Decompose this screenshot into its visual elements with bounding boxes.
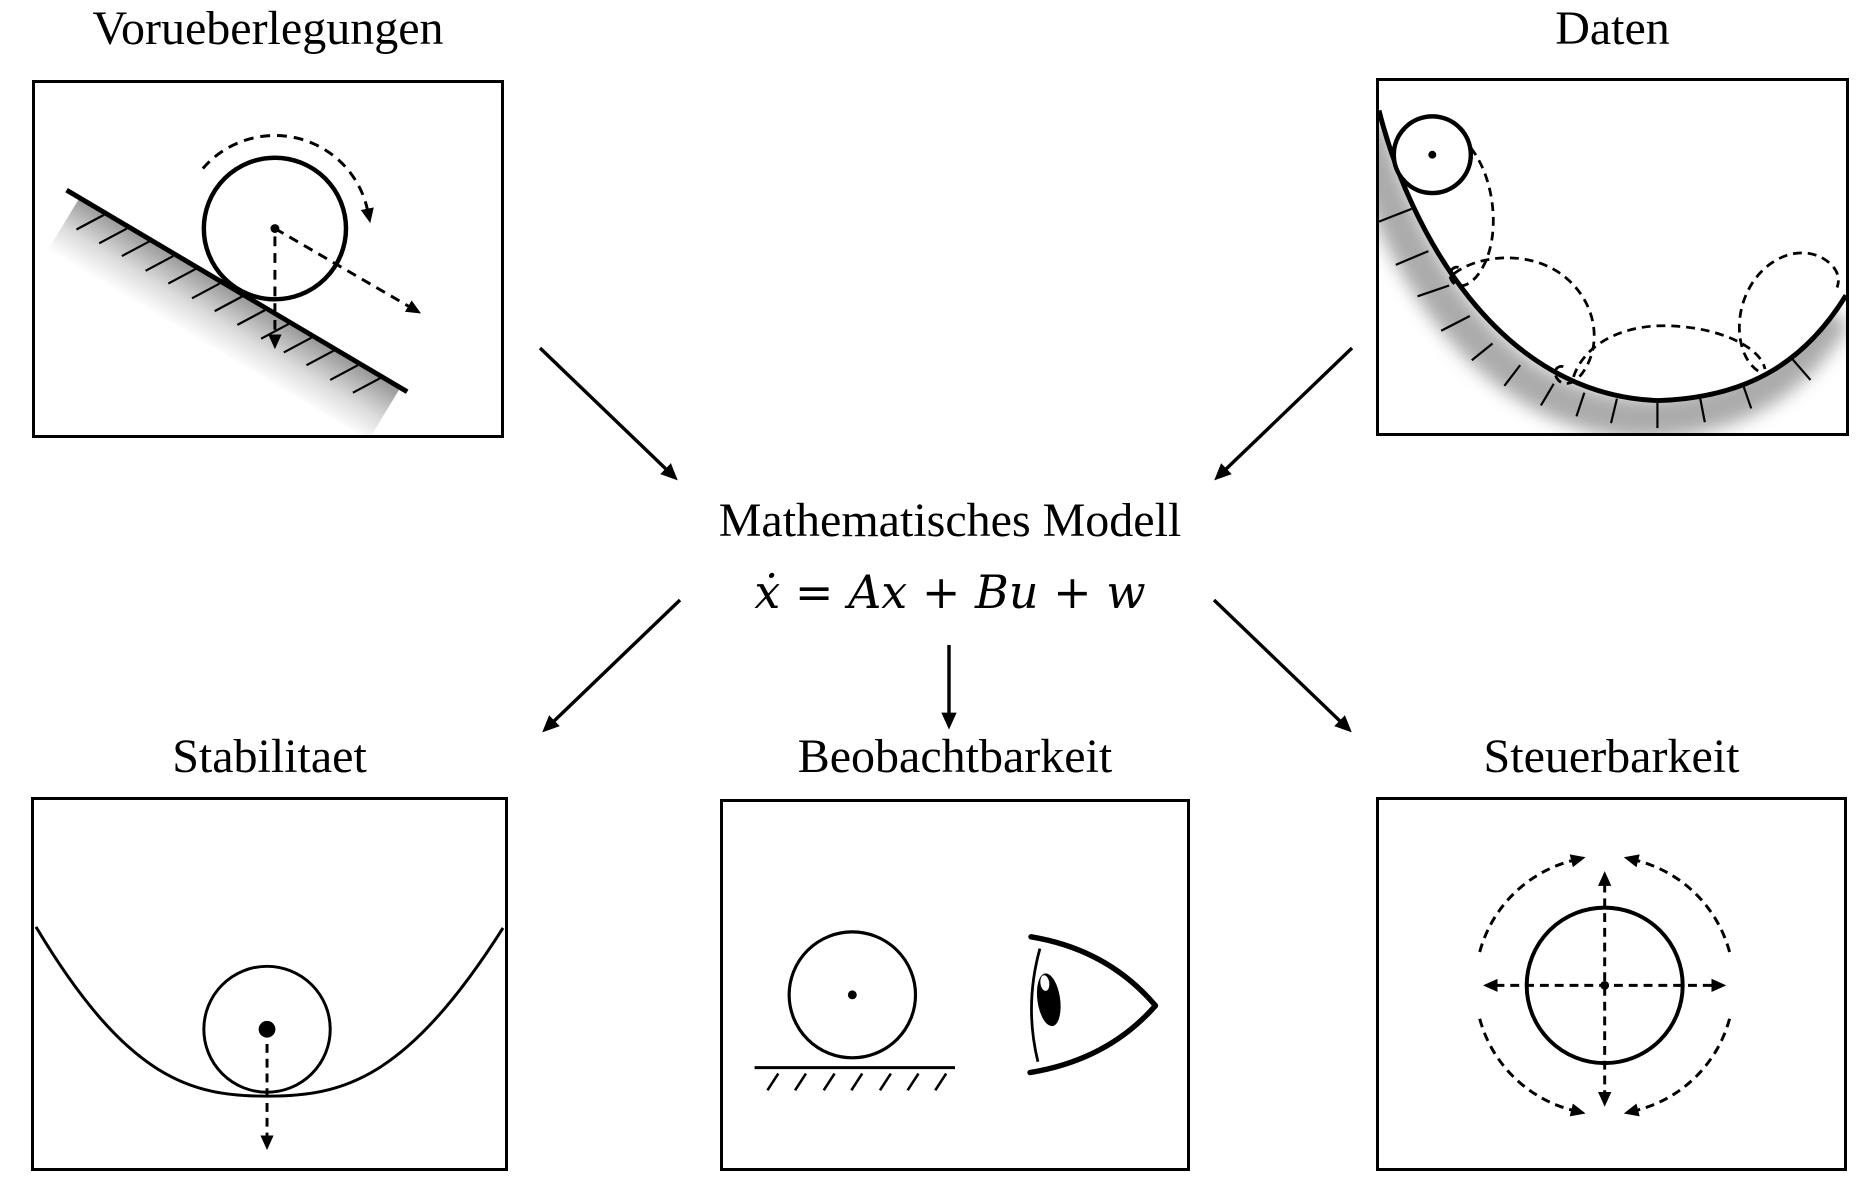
rotation-arrow-bottom-left [1478,1018,1586,1117]
figure-box-steuerbarkeit [1376,797,1847,1171]
valley-shadow [1379,123,1846,433]
edge-vorueberlegungen-to-modell [538,346,678,481]
figure-box-vorueberlegungen [32,80,504,438]
ball-and-eye-figure [754,930,1159,1091]
ball-with-control-directions-figure [1478,854,1732,1117]
figure-box-stabilitaet [31,797,508,1171]
rotation-control-arrows [1478,854,1732,1117]
eye-lower-lid [1027,1002,1159,1076]
incline-hatching [75,213,382,394]
edge-daten-to-modell [1214,346,1354,481]
rolling-ball-trajectory-figure [1379,81,1846,433]
figure-box-beobachtbarkeit [720,799,1190,1171]
model-equation: ẋ = Ax + Bu + w [754,565,1146,619]
ball-center-dot [847,990,857,1000]
valley-hatching [1379,207,1812,429]
ball-on-incline-figure [47,134,422,435]
incline-shadow [47,198,401,435]
eye-upper-lid [1028,934,1159,1009]
eye-icon [1027,934,1159,1076]
bounce-trajectory [1448,147,1840,385]
ball-center-dot [1428,150,1437,159]
inclined-plane-line [65,188,409,394]
edge-modell-to-steuerbarkeit [1212,598,1352,733]
valley-curve [1379,109,1846,404]
title-mathematisches-modell: Mathematisches Modell [718,494,1182,547]
downslope-arrow [274,227,422,314]
rotation-arrow [201,134,374,224]
edge-modell-to-stabilitaet [542,598,682,733]
rotation-arrow-top-left [1478,854,1586,953]
valley-inner-area [1379,81,1846,401]
rotation-arrow-top-right [1623,854,1732,953]
figure-box-daten [1376,78,1849,436]
title-steuerbarkeit: Steuerbarkeit [1483,730,1740,783]
rotation-arrow-bottom-right [1623,1018,1732,1117]
title-beobachtbarkeit: Beobachtbarkeit [797,730,1113,783]
ball-center-dot [258,1020,276,1038]
eye-ball-arc [1030,948,1042,1063]
ball-in-bowl-figure [34,926,505,1151]
title-stabilitaet: Stabilitaet [172,730,367,783]
title-daten: Daten [1555,2,1670,55]
ground-hatching [766,1072,948,1091]
eye-highlight [1040,975,1050,991]
title-vorueberlegungen: Vorueberlegungen [92,2,444,55]
eye-pupil [1036,973,1061,1027]
